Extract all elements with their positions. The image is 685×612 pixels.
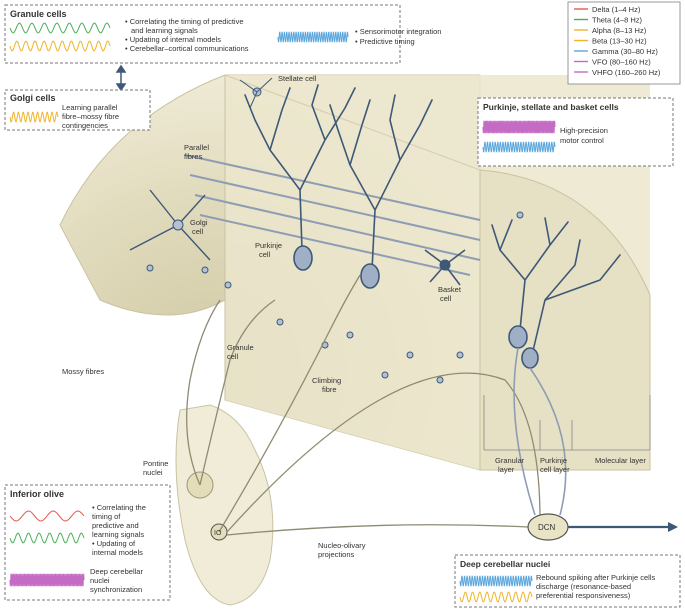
purkinje-soma-3: [508, 325, 528, 349]
label-stellate: Stellate cell: [278, 74, 317, 83]
granule-item-1b: and learning signals: [131, 26, 198, 35]
olive-wave-red: [9, 510, 85, 522]
legend-label: VFO (80–160 Hz): [592, 58, 651, 67]
label-climbing-1: Climbing: [312, 376, 341, 385]
layer-brackets: [483, 395, 651, 451]
olive-sync-1: Deep cerebellar: [90, 567, 143, 576]
olive-sync-2: nuclei: [90, 576, 110, 585]
dcn-box-text-2: discharge (resonance-based: [536, 582, 631, 591]
olive-title: Inferior olive: [10, 489, 64, 499]
label-golgi-1: Golgi: [190, 218, 208, 227]
purkinje-box-text-2: motor control: [560, 136, 604, 145]
granule-golgi-arrow: [115, 64, 127, 92]
dcn-wave-alpha: [459, 591, 533, 603]
purkinje-soma-2: [360, 263, 380, 289]
golgi-box: Golgi cells Learning parallel fibre–moss…: [4, 89, 151, 131]
granule-item-4: • Sensorimotor integration: [355, 27, 441, 36]
legend-label: VHFO (160–260 Hz): [592, 68, 661, 77]
label-dcn: DCN: [538, 523, 556, 532]
label-pontine-2: nuclei: [143, 468, 163, 477]
label-granule-1: Granule: [227, 343, 254, 352]
label-parallel-1: Parallel: [184, 143, 209, 152]
dcn-wave-gamma: [459, 575, 533, 587]
olive-sync-3: synchronization: [90, 585, 142, 594]
olive-wave-green: [9, 532, 85, 544]
nucleo-olivary-path: [226, 524, 529, 536]
granule-item-1: • Correlating the timing of predictive: [125, 17, 244, 26]
label-purkinje-layer-2: cell layer: [540, 465, 570, 474]
purkinje-wave-gamma: [482, 141, 556, 153]
granule-title: Granule cells: [10, 9, 67, 19]
dcn-box-title: Deep cerebellar nuclei: [460, 559, 550, 569]
parallel-fibres: [184, 154, 481, 276]
dcn-box: Deep cerebellar nuclei Rebound spiking a…: [454, 554, 681, 608]
legend-label: Alpha (8–13 Hz): [592, 26, 647, 35]
label-purkinje-2: cell: [259, 250, 271, 259]
golgi-title: Golgi cells: [10, 93, 56, 103]
olive-item-5: • Updating of: [92, 539, 136, 548]
label-granular-layer-2: layer: [498, 465, 515, 474]
olive-wave-vfo: [9, 573, 85, 587]
label-nucleo-1: Nucleo-olivary: [318, 541, 366, 550]
label-molecular-layer: Molecular layer: [595, 456, 646, 465]
olive-item-2: timing of: [92, 512, 121, 521]
purkinje-box: Purkinje, stellate and basket cells High…: [477, 97, 674, 167]
olive-box: Inferior olive • Correlating the timing …: [4, 484, 171, 601]
label-basket-1: Basket: [438, 285, 462, 294]
label-nucleo-2: projections: [318, 550, 355, 559]
golgi-text-3: contingencies: [62, 121, 108, 130]
purkinje-soma-1: [293, 245, 313, 271]
label-golgi-2: cell: [192, 227, 204, 236]
label-basket-2: cell: [440, 294, 452, 303]
granule-wave-green: [9, 22, 111, 34]
golgi-soma: [172, 219, 184, 231]
fibres: [186, 274, 541, 536]
label-granule-2: cell: [227, 352, 239, 361]
label-io: IO: [214, 530, 222, 537]
granule-box: Granule cells • Correlating the timing o…: [4, 4, 441, 64]
granule-item-3: • Cerebellar–cortical communications: [125, 44, 249, 53]
label-climbing-2: fibre: [322, 385, 337, 394]
label-granular-layer-1: Granular: [495, 456, 525, 465]
legend-label: Beta (13–30 Hz): [592, 37, 647, 46]
label-purkinje-1: Purkinje: [255, 241, 282, 250]
golgi-wave: [9, 111, 59, 123]
legend-label: Gamma (30–80 Hz): [592, 47, 658, 56]
olive-item-3: predictive and: [92, 521, 139, 530]
purkinje-wave-vfo: [482, 120, 556, 134]
dcn-box-text-1: Rebound spiking after Purkinje cells: [536, 573, 655, 582]
granule-item-2: • Updating of internal models: [125, 35, 221, 44]
golgi-text-2: fibre–mossy fibre: [62, 112, 119, 121]
interneurons: [129, 77, 524, 384]
purkinje-box-text-1: High-precision: [560, 126, 608, 135]
olive-item-4: learning signals: [92, 530, 144, 539]
granule-item-5: • Predictive timing: [355, 37, 415, 46]
frequency-legend: Delta (1–4 Hz) Theta (4–8 Hz)Alpha (8–13 …: [567, 1, 681, 85]
purkinje-soma-4: [521, 347, 539, 369]
brainstem: [175, 404, 274, 606]
dcn-box-text-3: preferential responsiveness): [536, 591, 631, 600]
olive-item-6: internal models: [92, 548, 143, 557]
label-pontine-1: Pontine: [143, 459, 168, 468]
label-parallel-2: fibres: [184, 152, 203, 161]
olive-item-1: • Correlating the: [92, 503, 146, 512]
purkinje-cells: [244, 84, 621, 369]
legend-label: Theta (4–8 Hz): [592, 16, 643, 25]
label-purkinje-layer-1: Purkinje: [540, 456, 567, 465]
legend-label: Delta (1–4 Hz): [592, 5, 641, 14]
purkinje-box-title: Purkinje, stellate and basket cells: [483, 102, 619, 112]
golgi-text-1: Learning parallel: [62, 103, 118, 112]
granule-wave-yellow: [9, 40, 111, 52]
granule-wave-gamma: [277, 31, 349, 43]
label-mossy: Mossy fibres: [62, 367, 104, 376]
purkinje-axons: [513, 347, 567, 516]
climbing-fibre: [218, 274, 361, 533]
